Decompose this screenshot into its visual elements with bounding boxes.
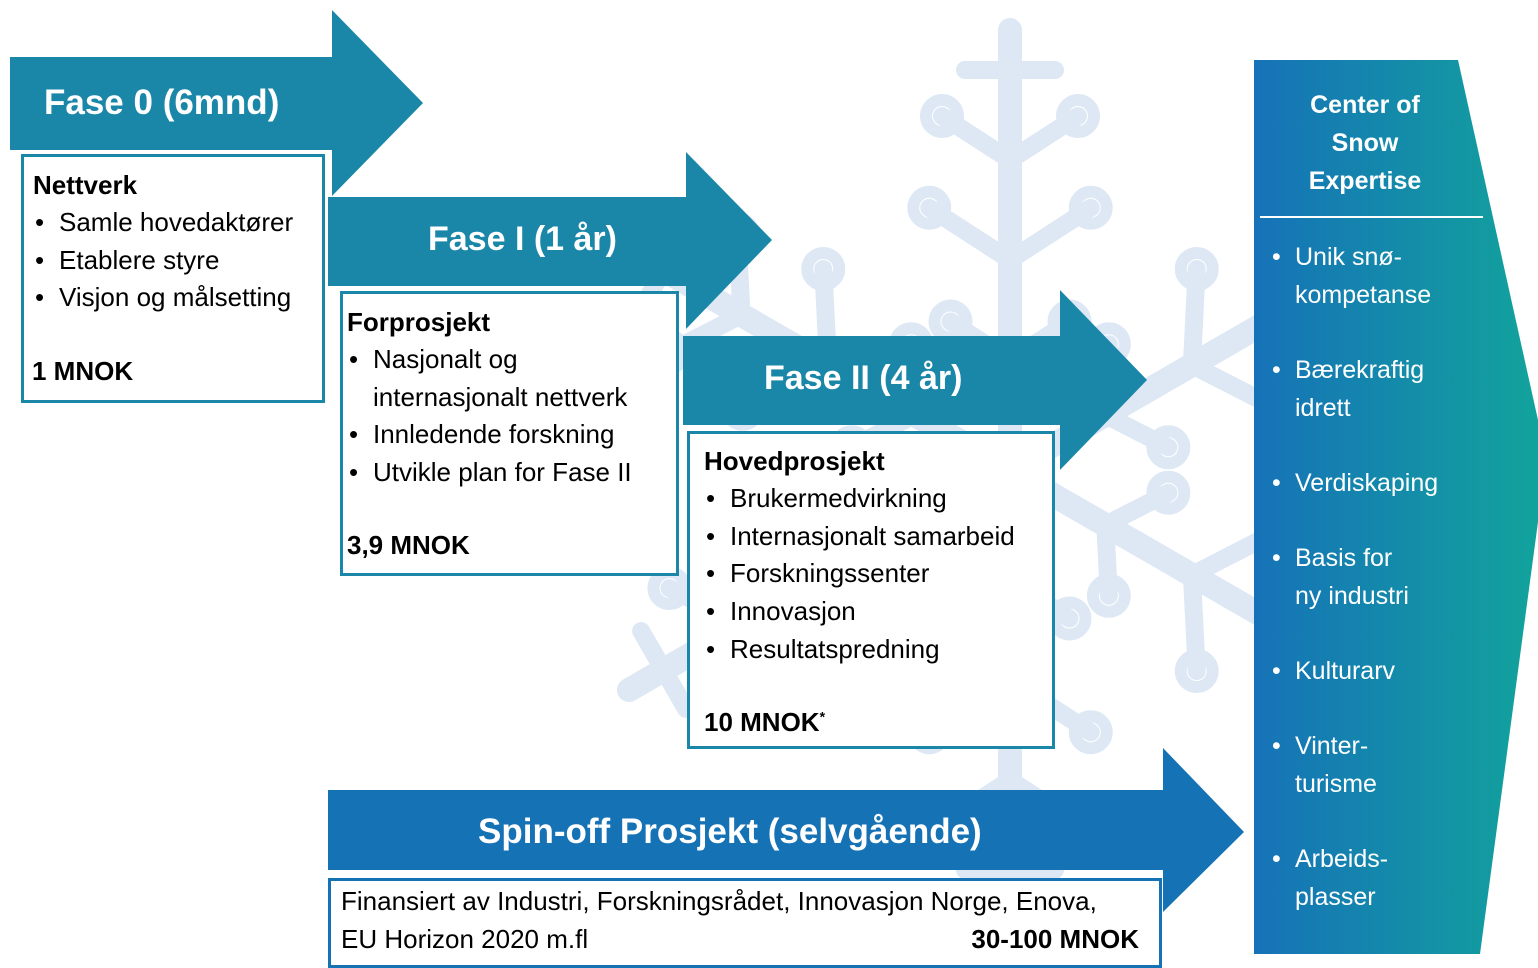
spinoff-amount: 30-100 MNOK xyxy=(971,924,1139,954)
snowflake-knob xyxy=(1068,185,1113,230)
center-title-line: Center of xyxy=(1310,91,1420,119)
phase1-cost: 3,9 MNOK xyxy=(347,530,470,560)
phase1-box: Forprosjekt Nasjonalt og internasjonalt … xyxy=(340,291,679,576)
benefit-line: Unik snø- xyxy=(1295,243,1402,271)
benefit-line: kompetanse xyxy=(1295,281,1432,309)
center-title-line: Expertise xyxy=(1308,167,1422,195)
list-item: Unik snø-kompetanse xyxy=(1270,238,1495,314)
phase0-cost: 1 MNOK xyxy=(32,356,134,386)
benefit-line: Kulturarv xyxy=(1295,657,1396,685)
benefit-line: Arbeids- xyxy=(1295,845,1389,873)
snowflake-knob xyxy=(801,246,846,291)
snowflake-knob xyxy=(1146,470,1191,515)
center-title-line: Snow xyxy=(1331,129,1399,157)
list-item: Verdiskaping xyxy=(1270,464,1495,502)
list-item: Innovasjon xyxy=(704,593,1052,631)
list-item: Vinter-turisme xyxy=(1270,727,1495,803)
phase1-arrow xyxy=(328,152,772,329)
phase0-box: Nettverk Samle hovedaktører Etablere sty… xyxy=(21,154,325,403)
phase0-list: Samle hovedaktører Etablere styre Visjon… xyxy=(33,204,322,317)
snowflake-knob xyxy=(1086,573,1131,618)
benefit-line: Vinter- xyxy=(1295,732,1369,760)
center-benefit-list: Unik snø-kompetanse Bærekraftig idrett Ve… xyxy=(1270,238,1495,953)
list-item: Etablere styre xyxy=(33,242,322,280)
snowflake-knob xyxy=(1056,94,1100,138)
list-item: Resultatspredning xyxy=(704,631,1052,669)
list-item: Brukermedvirkning xyxy=(704,480,1052,518)
benefit-line: plasser xyxy=(1295,883,1376,911)
benefit-line: Verdiskaping xyxy=(1295,469,1439,497)
snowflake-knob xyxy=(1068,710,1113,755)
list-item: Forskningssenter xyxy=(704,555,1052,593)
phase1-list: Nasjonalt og internasjonalt nettverk Inn… xyxy=(347,341,676,492)
spinoff-box: Finansiert av Industri, Forskningsrådet,… xyxy=(328,878,1162,968)
snowflake-branch xyxy=(632,622,696,718)
spinoff-title: Spin-off Prosjekt (selvgående) xyxy=(478,812,982,851)
benefit-line: ny industri xyxy=(1295,582,1409,610)
snowflake-knob xyxy=(1174,246,1219,291)
list-item: Innledende forskning xyxy=(347,416,676,454)
snowflake-knob xyxy=(907,185,952,230)
list-item: Nasjonalt og internasjonalt nettverk xyxy=(347,341,663,416)
benefit-line: idrett xyxy=(1295,394,1351,422)
benefit-line: turisme xyxy=(1295,770,1377,798)
phase1-heading: Forprosjekt xyxy=(347,307,491,337)
snowflake-knob xyxy=(1174,649,1219,694)
center-title: Center of Snow Expertise xyxy=(1258,86,1472,200)
snowflake-knob xyxy=(920,94,964,138)
phase0-heading: Nettverk xyxy=(33,170,138,200)
phase2-cost-value: 10 MNOK xyxy=(704,707,820,737)
list-item: Samle hovedaktører xyxy=(33,204,322,242)
phase1-title: Fase I (1 år) xyxy=(428,219,617,258)
spinoff-arrow xyxy=(328,748,1244,912)
snowflake-knob xyxy=(1146,425,1191,470)
list-item: Utvikle plan for Fase II xyxy=(347,454,676,492)
phase2-cost-mark: * xyxy=(819,708,826,725)
list-item: Bærekraftig idrett xyxy=(1270,351,1495,427)
phase2-title: Fase II (4 år) xyxy=(764,358,963,397)
phase0-title: Fase 0 (6mnd) xyxy=(44,83,280,122)
phase2-heading: Hovedprosjekt xyxy=(704,446,885,476)
phase2-list: Brukermedvirkning Internasjonalt samarbe… xyxy=(704,480,1052,669)
list-item: Arbeids-plasser xyxy=(1270,840,1495,916)
benefit-line: Basis for xyxy=(1295,544,1393,572)
phase2-box: Hovedprosjekt Brukermedvirkning Internas… xyxy=(687,431,1055,749)
list-item: Kulturarv xyxy=(1270,652,1495,690)
benefit-line: Bærekraftig xyxy=(1295,356,1425,384)
list-item: Visjon og målsetting xyxy=(33,279,322,317)
spinoff-funding-line1: Finansiert av Industri, Forskningsrådet,… xyxy=(341,886,1097,916)
spinoff-funding-line2: EU Horizon 2020 m.fl xyxy=(341,924,589,954)
list-item: Internasjonalt samarbeid xyxy=(704,518,1052,556)
phase2-cost: 10 MNOK* xyxy=(704,707,825,738)
phase0-arrow xyxy=(10,10,423,196)
list-item: Basis for ny industri xyxy=(1270,539,1495,615)
phase2-arrow xyxy=(683,290,1147,470)
